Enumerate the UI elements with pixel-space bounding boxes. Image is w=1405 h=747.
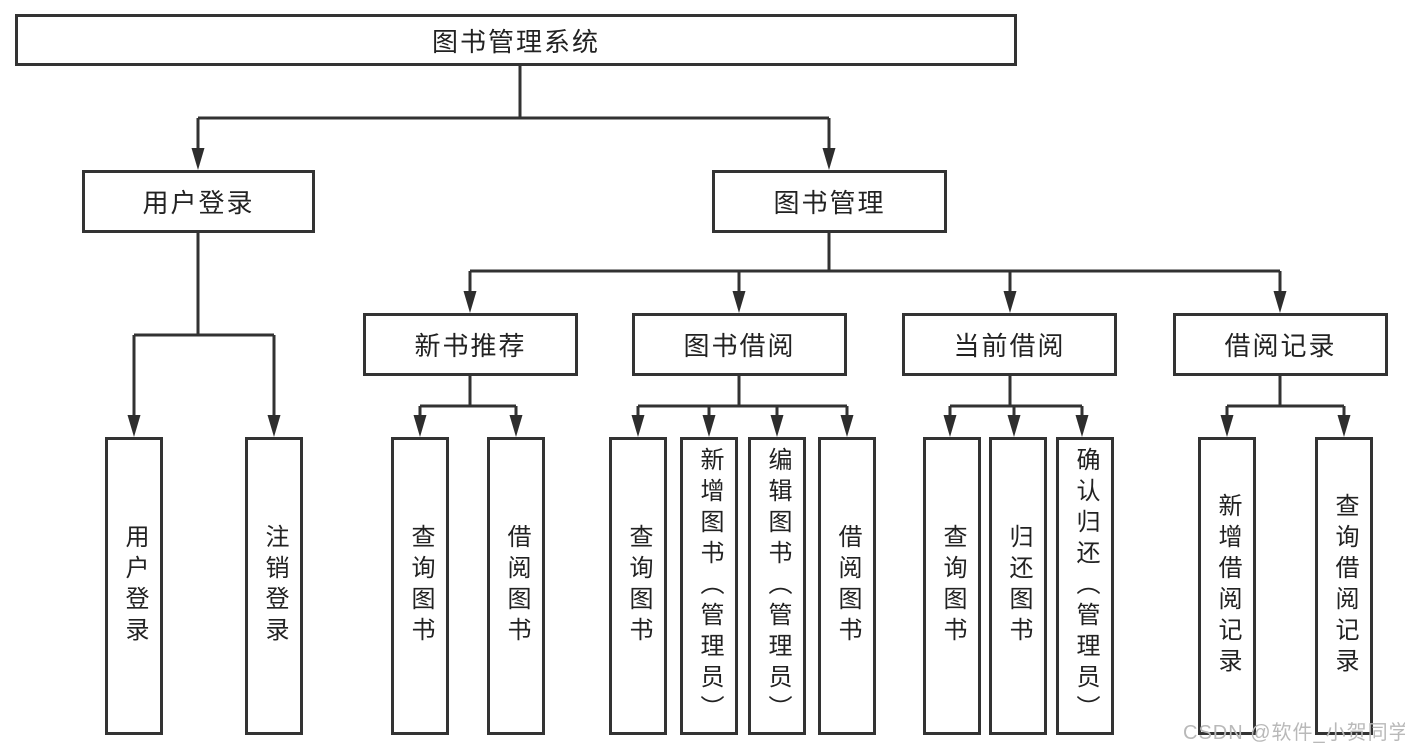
node-user-login: 用户登录 (82, 170, 315, 233)
leaf-add-borrow-record: 新增借阅记录 (1198, 437, 1256, 735)
leaf-add-book-admin: 新增图书（管理员） (680, 437, 738, 735)
leaf-query-books-current: 查询图书 (923, 437, 981, 735)
connector-borrowing-records-children (1220, 376, 1351, 437)
leaf-query-books-recommend-label: 查询图书 (407, 524, 434, 648)
watermark: CSDN @软件_小贺同学 (1183, 722, 1405, 744)
leaf-user-login-label: 用户登录 (121, 524, 148, 648)
leaf-borrow-books-borrowing: 借阅图书 (818, 437, 876, 735)
node-current-borrowing: 当前借阅 (902, 313, 1117, 376)
leaf-add-borrow-record-label: 新增借阅记录 (1214, 493, 1241, 679)
leaf-logout-login-label: 注销登录 (261, 524, 288, 648)
leaf-confirm-return-admin: 确认归还（管理员） (1056, 437, 1114, 735)
connector-book-management-children (463, 233, 1287, 313)
leaf-user-login: 用户登录 (105, 437, 163, 735)
leaf-borrow-books-recommend-label: 借阅图书 (503, 524, 530, 648)
leaf-confirm-return-admin-label: 确认归还（管理员） (1072, 446, 1099, 726)
connector-current-borrowing-children (943, 376, 1089, 437)
leaf-return-books-label: 归还图书 (1005, 524, 1032, 648)
node-book-borrowing: 图书借阅 (632, 313, 847, 376)
leaf-query-borrow-record: 查询借阅记录 (1315, 437, 1373, 735)
leaf-borrow-books-borrowing-label: 借阅图书 (834, 524, 861, 648)
node-borrowing-records: 借阅记录 (1173, 313, 1388, 376)
leaf-edit-book-admin: 编辑图书（管理员） (748, 437, 806, 735)
node-book-management: 图书管理 (712, 170, 947, 233)
leaf-edit-book-admin-label: 编辑图书（管理员） (764, 446, 791, 726)
leaf-add-book-admin-label: 新增图书（管理员） (696, 446, 723, 726)
connector-user-login-children (127, 233, 281, 437)
connector-book-borrowing-children (631, 376, 854, 437)
node-library-management-system: 图书管理系统 (15, 14, 1017, 66)
connector-new-book-recommendation-children (413, 376, 523, 437)
leaf-query-books-borrowing: 查询图书 (609, 437, 667, 735)
leaf-logout-login: 注销登录 (245, 437, 303, 735)
leaf-query-borrow-record-label: 查询借阅记录 (1331, 493, 1358, 679)
leaf-borrow-books-recommend: 借阅图书 (487, 437, 545, 735)
node-new-book-recommendation: 新书推荐 (363, 313, 578, 376)
leaf-query-books-borrowing-label: 查询图书 (625, 524, 652, 648)
leaf-query-books-current-label: 查询图书 (939, 524, 966, 648)
leaf-query-books-recommend: 查询图书 (391, 437, 449, 735)
connector-root-to-level2 (191, 66, 836, 170)
leaf-return-books: 归还图书 (989, 437, 1047, 735)
